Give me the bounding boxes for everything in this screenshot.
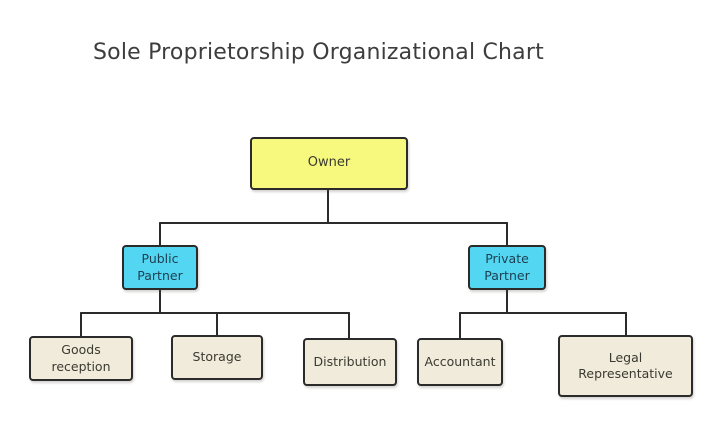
node-private-partner-label: Private Partner: [484, 251, 530, 283]
node-distribution: Distribution: [303, 338, 397, 386]
connector-private-partner-stem: [506, 289, 508, 313]
node-public-partner-label: Public Partner: [137, 251, 183, 283]
connector-drop-private-partner: [506, 222, 508, 246]
node-accountant-label: Accountant: [424, 353, 496, 369]
connector-drop-accountant: [459, 312, 461, 339]
node-owner: Owner: [250, 137, 408, 190]
node-storage: Storage: [171, 335, 263, 380]
connector-owner-stem: [327, 189, 329, 224]
connector-drop-legal: [625, 312, 627, 336]
node-owner-label: Owner: [307, 155, 351, 171]
node-private-partner: Private Partner: [468, 245, 546, 290]
connector-level1-rail: [159, 222, 508, 224]
connector-public-partner-stem: [159, 289, 161, 313]
node-legal-representative: Legal Representative: [558, 335, 693, 397]
connector-private-children-rail: [459, 312, 627, 314]
node-distribution-label: Distribution: [313, 353, 387, 369]
node-storage-label: Storage: [192, 349, 242, 365]
connector-drop-goods-reception: [80, 312, 82, 337]
node-public-partner: Public Partner: [122, 245, 198, 290]
connector-drop-distribution: [348, 312, 350, 339]
connector-drop-storage: [216, 312, 218, 336]
node-legal-representative-label: Legal Representative: [578, 349, 673, 381]
connector-drop-public-partner: [159, 222, 161, 246]
chart-title: Sole Proprietorship Organizational Chart: [93, 40, 544, 65]
node-accountant: Accountant: [417, 338, 503, 386]
node-goods-reception-label: Goods reception: [51, 342, 111, 374]
node-goods-reception: Goods reception: [29, 336, 133, 381]
connector-public-children-rail: [80, 312, 350, 314]
